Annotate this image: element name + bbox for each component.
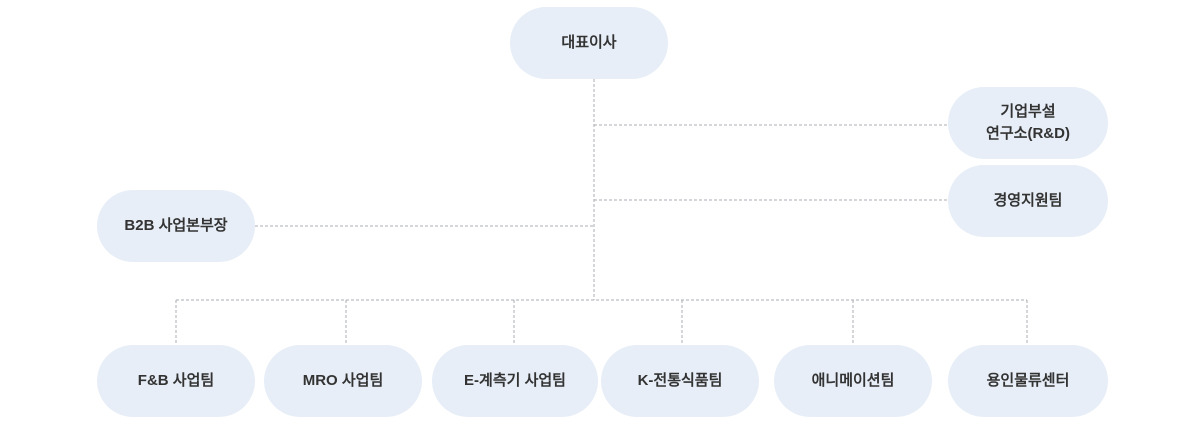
ceo-label: 대표이사 bbox=[561, 34, 617, 51]
b2b-division-label: B2B 사업본부장 bbox=[124, 217, 228, 234]
rnd-label-line2: 연구소(R&D) bbox=[986, 125, 1070, 142]
team-node-animation: 애니메이션팀 bbox=[774, 345, 932, 417]
team-label-traditional-food: K-전통식품팀 bbox=[637, 372, 723, 389]
team-node-measuring-instruments: E-계측기 사업팀 bbox=[432, 345, 598, 417]
ceo-node: 대표이사 bbox=[510, 7, 668, 79]
team-label-mro: MRO 사업팀 bbox=[302, 372, 384, 389]
team-node-mro: MRO 사업팀 bbox=[264, 345, 422, 417]
team-node-traditional-food: K-전통식품팀 bbox=[601, 345, 759, 417]
management-support-node: 경영지원팀 bbox=[948, 165, 1108, 237]
team-label-logistics-center: 용인물류센터 bbox=[986, 372, 1070, 389]
team-label-fb: F&B 사업팀 bbox=[137, 372, 215, 389]
rnd-label-line1: 기업부설 bbox=[1000, 103, 1056, 120]
team-label-measuring-instruments: E-계측기 사업팀 bbox=[464, 372, 566, 389]
team-label-animation: 애니메이션팀 bbox=[811, 372, 895, 389]
team-node-fb: F&B 사업팀 bbox=[97, 345, 255, 417]
management-support-label: 경영지원팀 bbox=[993, 192, 1063, 209]
b2b-division-node: B2B 사업본부장 bbox=[97, 190, 255, 262]
rnd-lab-node: 기업부설 연구소(R&D) bbox=[948, 87, 1108, 159]
team-node-logistics-center: 용인물류센터 bbox=[948, 345, 1108, 417]
